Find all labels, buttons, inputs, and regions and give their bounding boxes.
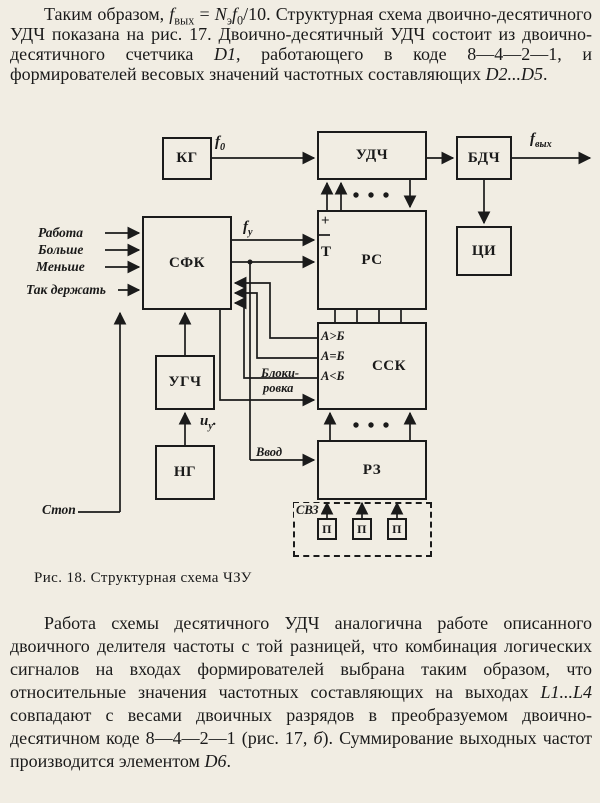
block-udch: УДЧ: [317, 131, 427, 180]
ssk-a-eq-b-label: А=Б: [321, 349, 345, 363]
block-rs: РС: [317, 210, 427, 310]
label-vvod: Ввод: [256, 445, 283, 459]
label-f-out: fвых: [530, 131, 552, 150]
label-u-u: uу.: [200, 413, 217, 432]
paragraph-top: Таким образом, fвых = Nэf0/10. Структурн…: [10, 4, 593, 84]
block-ssk: ССК: [317, 322, 427, 410]
figure-caption: Рис. 18. Структурная схема ЧЗУ: [34, 570, 252, 586]
block-ugch: УГЧ: [155, 355, 215, 410]
label-svz: СВЗ: [294, 503, 321, 518]
input-label-menshe: Меньше: [36, 259, 85, 274]
label-blokirovka-line1: Блоки-: [261, 366, 300, 380]
block-ng: НГ: [155, 445, 215, 500]
paragraph-bottom: Работа схемы десятичного УДЧ аналогична …: [10, 613, 592, 771]
signal-lines: [78, 151, 592, 518]
block-p1: П: [317, 518, 337, 540]
block-p3: П: [387, 518, 407, 540]
ssk-a-lt-b-label: А<Б: [321, 369, 345, 383]
rs-plus-input-label: +: [321, 213, 330, 229]
rs-t-input-label: Т: [321, 244, 332, 260]
block-bdch: БДЧ: [456, 136, 512, 180]
block-kg: КГ: [162, 137, 212, 180]
label-blokirovka-line2: ровка: [263, 381, 294, 395]
label-f-u: fу: [243, 219, 253, 238]
block-sfk: СФК: [142, 216, 232, 310]
ssk-a-gt-b-label: А>Б: [321, 329, 345, 343]
block-rz: РЗ: [317, 440, 427, 500]
block-p2: П: [352, 518, 372, 540]
bus-dots: [247, 192, 389, 428]
block-tsi: ЦИ: [456, 226, 512, 276]
svz-dashed-group: [293, 502, 432, 557]
block-diagram: КГ УДЧ БДЧ ЦИ СФК РС ССК УГЧ НГ РЗ П П П…: [0, 125, 600, 573]
label-f0: f0: [215, 134, 226, 153]
input-label-stop: Стоп: [42, 502, 76, 517]
input-label-rabota: Работа: [38, 225, 84, 240]
diagram-connectors: [78, 151, 592, 518]
input-label-tak-derzhat: Так держать: [26, 282, 106, 297]
input-label-bolshe: Больше: [38, 242, 84, 257]
